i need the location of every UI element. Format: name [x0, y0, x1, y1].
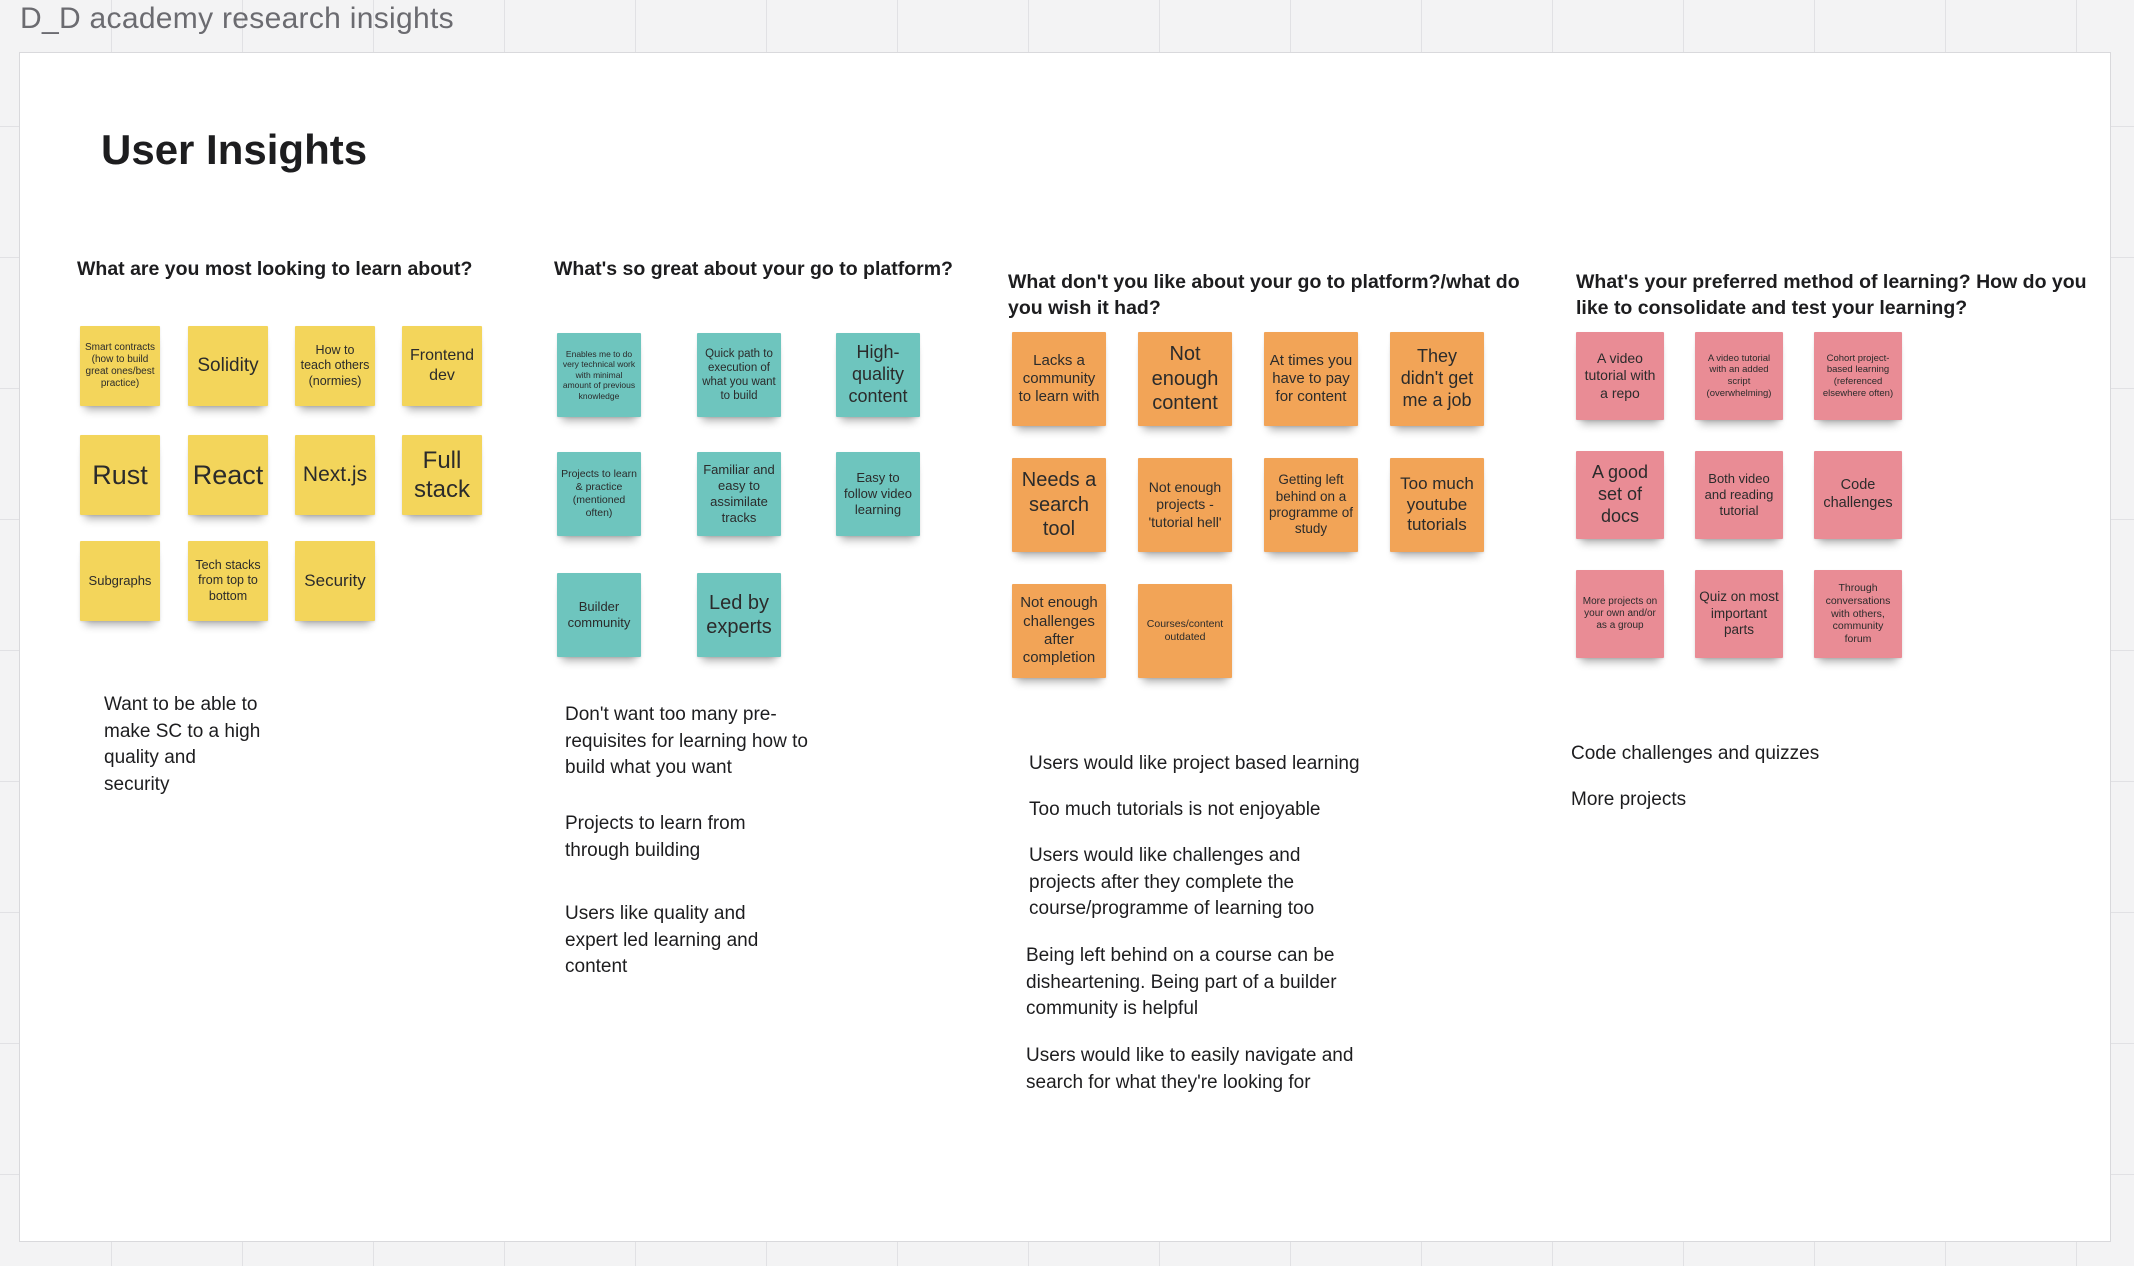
- insight-note: Want to be able to make SC to a high qua…: [104, 694, 261, 795]
- sticky-note[interactable]: Subgraphs: [80, 541, 160, 621]
- insight-note: Users would like challenges and projects…: [1029, 845, 1315, 919]
- sticky-note[interactable]: Cohort project-based learning (reference…: [1814, 332, 1902, 420]
- insight-note: Users like quality and expert led learni…: [565, 903, 759, 977]
- sticky-note[interactable]: A video tutorial with an added script (o…: [1695, 332, 1783, 420]
- sticky-note[interactable]: Projects to learn & practice (mentioned …: [557, 452, 641, 536]
- sticky-note[interactable]: Familiar and easy to assimilate tracks: [697, 452, 781, 536]
- sticky-note[interactable]: Not enough challenges after completion: [1012, 584, 1106, 678]
- sticky-note[interactable]: Too much youtube tutorials: [1390, 458, 1484, 552]
- question-learn-about: What are you most looking to learn about…: [77, 258, 473, 280]
- sticky-note[interactable]: Not enough projects - 'tutorial hell': [1138, 458, 1232, 552]
- insight-note: More projects: [1571, 789, 1687, 810]
- sticky-note[interactable]: Smart contracts (how to build great ones…: [80, 326, 160, 406]
- page-title: User Insights: [101, 126, 368, 173]
- sticky-note[interactable]: They didn't get me a job: [1390, 332, 1484, 426]
- sticky-note[interactable]: Led by experts: [697, 573, 781, 657]
- question-platform-dislike: What don't you like about your go to pla…: [1008, 271, 1520, 319]
- insight-note: Don't want too many pre-requisites for l…: [565, 704, 808, 778]
- sticky-note[interactable]: Builder community: [557, 573, 641, 657]
- sticky-note[interactable]: How to teach others (normies): [295, 326, 375, 406]
- sticky-note[interactable]: More projects on your own and/or as a gr…: [1576, 570, 1664, 658]
- sticky-note[interactable]: Needs a search tool: [1012, 458, 1106, 552]
- sticky-note[interactable]: Getting left behind on a programme of st…: [1264, 458, 1358, 552]
- sticky-note[interactable]: A video tutorial with a repo: [1576, 332, 1664, 420]
- question-platform-great: What's so great about your go to platfor…: [554, 258, 953, 280]
- sticky-note[interactable]: A good set of docs: [1576, 451, 1664, 539]
- sticky-note[interactable]: Quick path to execution of what you want…: [697, 333, 781, 417]
- sticky-note[interactable]: Solidity: [188, 326, 268, 406]
- sticky-note[interactable]: Code challenges: [1814, 451, 1902, 539]
- sticky-note[interactable]: At times you have to pay for content: [1264, 332, 1358, 426]
- sticky-note[interactable]: Security: [295, 541, 375, 621]
- question-preferred-method: What's your preferred method of learning…: [1576, 271, 2087, 319]
- sticky-note[interactable]: Through conversations with others, commu…: [1814, 570, 1902, 658]
- sticky-note[interactable]: Not enough content: [1138, 332, 1232, 426]
- insight-note: Projects to learn from through building: [565, 813, 746, 861]
- insight-note: Too much tutorials is not enjoyable: [1029, 799, 1321, 820]
- sticky-note[interactable]: Tech stacks from top to bottom: [188, 541, 268, 621]
- sticky-note[interactable]: Enables me to do very technical work wit…: [557, 333, 641, 417]
- insight-note: Users would like to easily navigate and …: [1026, 1045, 1354, 1093]
- sticky-note[interactable]: Rust: [80, 435, 160, 515]
- sticky-note[interactable]: Easy to follow video learning: [836, 452, 920, 536]
- sticky-note[interactable]: High-quality content: [836, 333, 920, 417]
- sticky-note[interactable]: Lacks a community to learn with: [1012, 332, 1106, 426]
- sticky-note[interactable]: Both video and reading tutorial: [1695, 451, 1783, 539]
- insight-note: Being left behind on a course can be dis…: [1026, 945, 1337, 1019]
- sticky-note[interactable]: Full stack: [402, 435, 482, 515]
- board-title: D_D academy research insights: [20, 2, 454, 35]
- sticky-note[interactable]: Courses/content outdated: [1138, 584, 1232, 678]
- insight-note: Users would like project based learning: [1029, 753, 1360, 774]
- sticky-note[interactable]: Quiz on most important parts: [1695, 570, 1783, 658]
- insight-note: Code challenges and quizzes: [1571, 743, 1820, 764]
- sticky-note[interactable]: Frontend dev: [402, 326, 482, 406]
- sticky-note[interactable]: Next.js: [295, 435, 375, 515]
- sticky-note[interactable]: React: [188, 435, 268, 515]
